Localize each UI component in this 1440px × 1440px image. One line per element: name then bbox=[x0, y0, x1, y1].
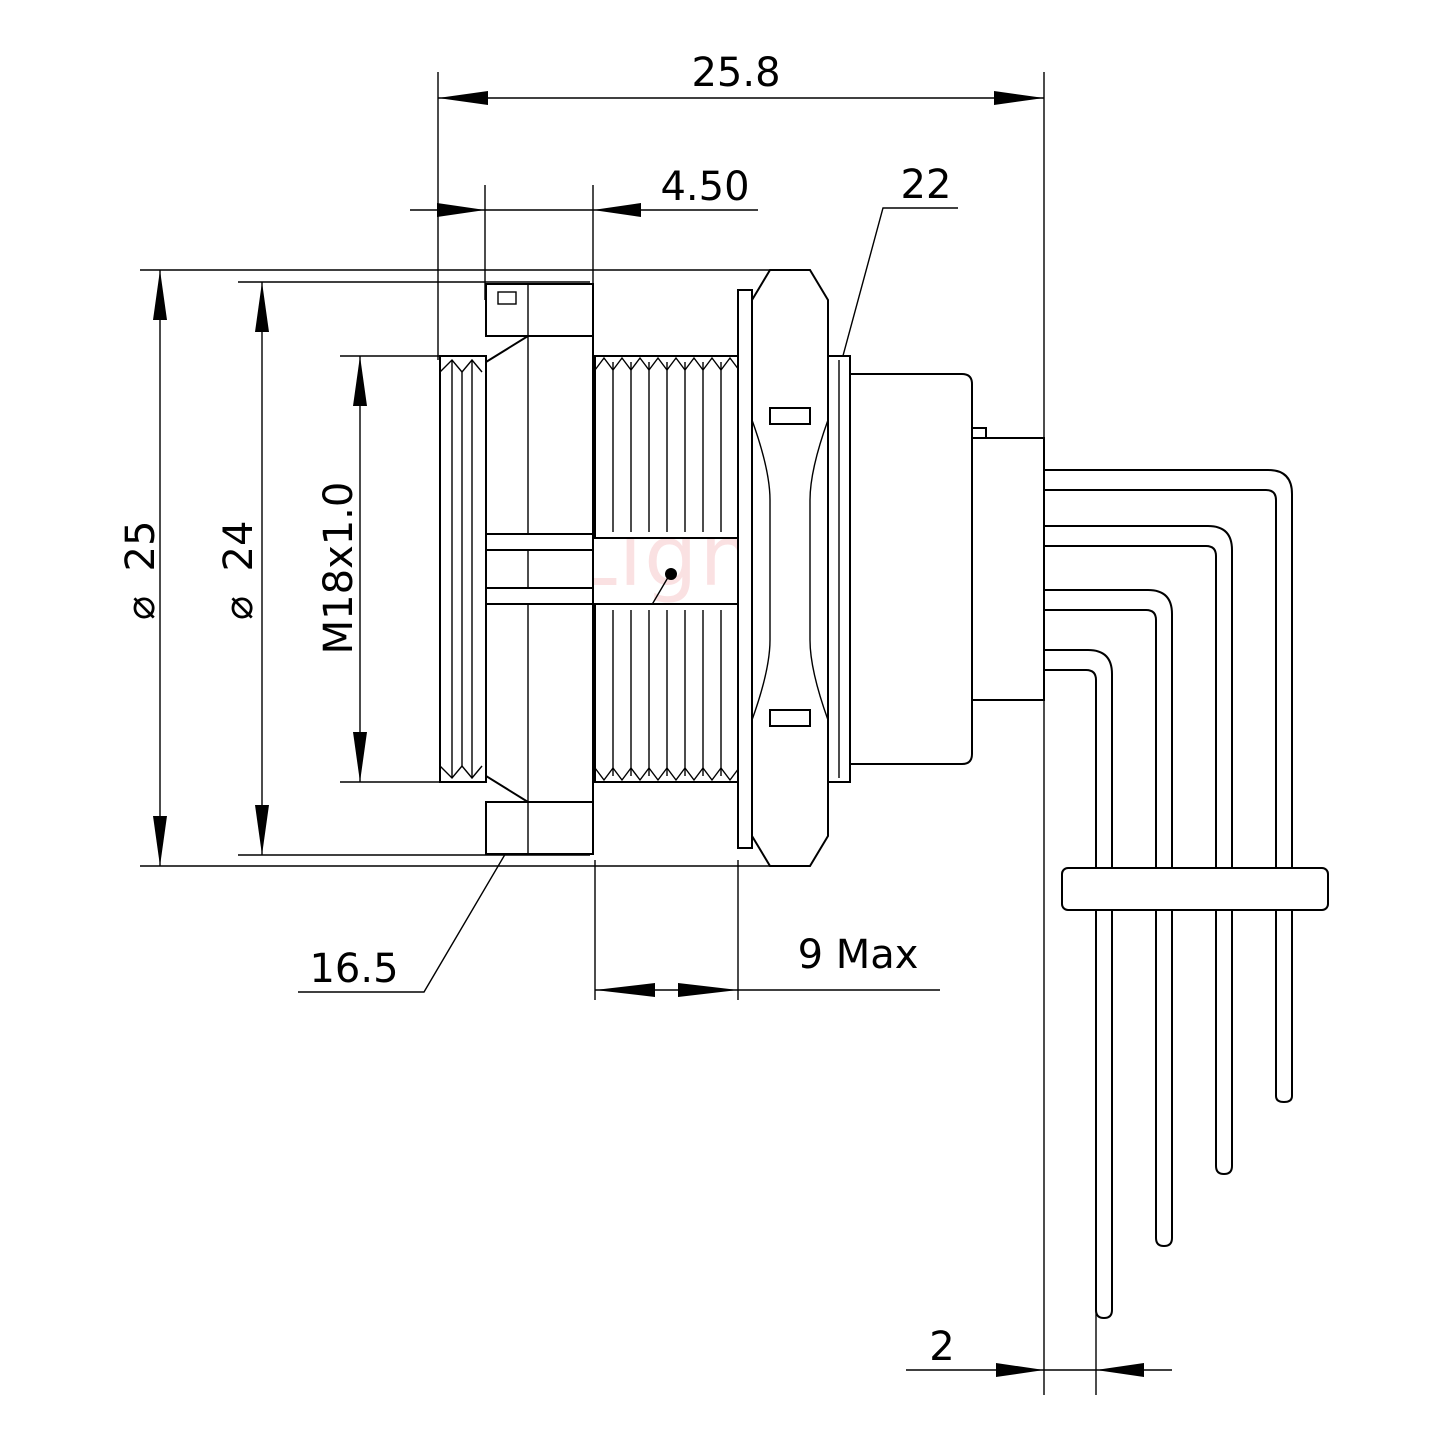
coupling-nut bbox=[485, 283, 594, 855]
dim-diameter-symbol-outer: ⌀ bbox=[118, 596, 164, 620]
connector-body bbox=[439, 269, 1045, 867]
main-thread bbox=[594, 355, 742, 783]
front-thread bbox=[439, 355, 487, 783]
dim-pin-pitch: 2 bbox=[929, 1324, 954, 1370]
dim-diameter-symbol-inner: ⌀ bbox=[216, 596, 262, 620]
pin-spacer bbox=[1061, 867, 1329, 911]
dim-diameter-outer: 25 bbox=[118, 521, 164, 572]
rear-body bbox=[849, 373, 1045, 765]
dim-hex-size: 22 bbox=[901, 162, 952, 208]
extension-lines bbox=[140, 72, 1097, 1395]
pin-3 bbox=[1043, 589, 1173, 1248]
pin-4 bbox=[1043, 649, 1113, 1320]
dim-overall-length: 25.8 bbox=[691, 50, 780, 96]
pin-2 bbox=[1043, 525, 1233, 1176]
pins bbox=[1043, 469, 1329, 1320]
dim-flat-width: 16.5 bbox=[309, 946, 398, 992]
hex-nut bbox=[751, 269, 829, 867]
rear-thread bbox=[827, 355, 851, 783]
dim-thread-spec: M18x1.0 bbox=[316, 482, 362, 655]
dim-diameter-inner: 24 bbox=[216, 521, 262, 572]
dim-panel-thickness: 9 Max bbox=[798, 932, 919, 978]
washer bbox=[737, 289, 753, 849]
pin-1 bbox=[1043, 469, 1293, 1104]
dim-thread-length: 4.50 bbox=[660, 164, 749, 210]
